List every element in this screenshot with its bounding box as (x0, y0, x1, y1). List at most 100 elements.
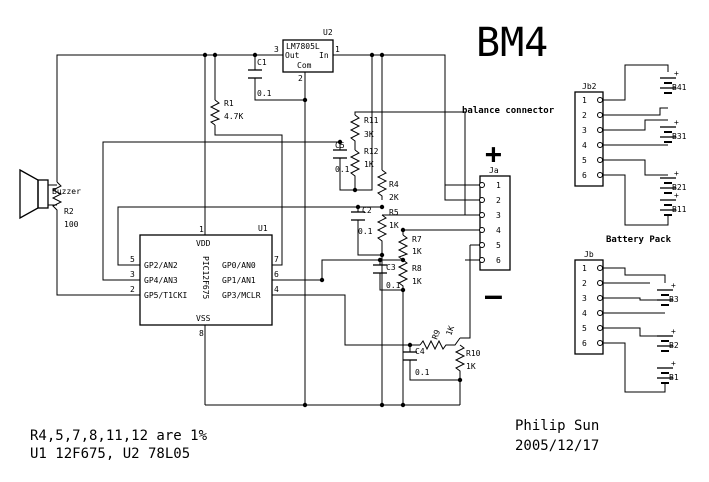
battery-plus-1: + (674, 118, 679, 127)
ja-pin-label-1: 1 (496, 181, 501, 190)
r1-value: 4.7K (224, 112, 243, 121)
u1-left-num-0: 5 (130, 255, 135, 264)
u1-part: PIC12F675 (201, 256, 210, 300)
r11-ref: R11 (364, 116, 379, 125)
jb2-pin-label-6: 6 (582, 171, 587, 180)
battery-pack-label: Battery Pack (606, 235, 672, 245)
jb2-pin-1 (597, 97, 603, 103)
jb-pin-3 (597, 295, 603, 301)
jb-pin-label-3: 3 (582, 294, 587, 303)
r4-value: 2K (389, 193, 399, 202)
jb-pin-label-4: 4 (582, 309, 587, 318)
c1-value: 0.1 (257, 89, 272, 98)
jb2-pin-2 (597, 112, 603, 118)
r9-symbol (419, 337, 461, 351)
jb-pin-4 (597, 310, 603, 316)
jb2-pin-4 (597, 142, 603, 148)
r7-symbol (397, 234, 409, 261)
battery-cell-b3: +B3 (657, 281, 679, 306)
r10-value: 1K (466, 362, 476, 371)
battery-cell-label-2: B1 (669, 373, 679, 382)
u1-right-num-2: 4 (274, 285, 279, 294)
jb2-pin-3 (597, 127, 603, 133)
u1-left-name-1: GP4/AN3 (144, 276, 178, 285)
u2-in: In (319, 51, 329, 60)
jb2-pin-label-4: 4 (582, 141, 587, 150)
r2-value: 100 (64, 220, 79, 229)
u2-pin1: 1 (335, 45, 340, 54)
u2-regulator: U2 LM7805L Out In Com 3 1 2 (274, 28, 340, 83)
c3-ref: C3 (386, 263, 396, 272)
r8-value: 1K (412, 277, 422, 286)
jb-ref: Jb (584, 250, 594, 259)
u2-out: Out (285, 51, 300, 60)
buzzer-magnet (37, 179, 49, 209)
r12-ref: R12 (364, 147, 379, 156)
note-line-1: R4,5,7,8,11,12 are 1% (30, 428, 208, 444)
r8-ref: R8 (412, 264, 422, 273)
r12-value: 1K (364, 160, 374, 169)
battery-cell-b11: +B11 (660, 191, 687, 216)
r10-symbol (454, 344, 466, 375)
jb-pin-label-1: 1 (582, 264, 587, 273)
r4-symbol (376, 169, 388, 200)
jb2-pin-label-3: 3 (582, 126, 587, 135)
u2-com: Com (297, 61, 312, 70)
ja-pin-1 (479, 182, 485, 188)
r10-ref: R10 (466, 349, 481, 358)
r5-value: 1K (389, 221, 399, 230)
jb2-ref: Jb2 (582, 82, 597, 91)
balance-connector-label: balance connector (462, 106, 555, 116)
capacitor-symbols (248, 69, 417, 361)
ja-pin-label-2: 2 (496, 196, 501, 205)
ja-pin-4 (479, 227, 485, 233)
jb-body (574, 259, 604, 355)
r1-symbol (209, 99, 221, 126)
r5-ref: R5 (389, 208, 399, 217)
c5-symbol (333, 149, 347, 159)
ja-pin-label-3: 3 (496, 211, 501, 220)
r11-value: 3K (364, 130, 374, 139)
battery-cell-b41: +B41 (660, 69, 687, 94)
battery-plus-3: + (674, 191, 679, 200)
buzzer-cone (19, 168, 39, 220)
u1-left-num-2: 2 (130, 285, 135, 294)
r9-value: 1K (444, 324, 456, 336)
c3-symbol (373, 264, 387, 274)
battery-plus-1: + (671, 327, 676, 336)
battery-plus-0: + (671, 281, 676, 290)
r11-symbol (349, 114, 361, 150)
u1-left-name-0: GP2/AN2 (144, 261, 178, 270)
battery-cell-label-1: B2 (669, 341, 679, 350)
battery-cell-b31: +B31 (660, 118, 687, 143)
u1-right-name-0: GP0/AN0 (222, 261, 256, 270)
jb-pin-label-2: 2 (582, 279, 587, 288)
battery-cell-b2: + B2 (657, 327, 679, 352)
c4-ref: C4 (415, 347, 425, 356)
jb2-pin-5 (597, 157, 603, 163)
jb2-pin-label-5: 5 (582, 156, 587, 165)
r7-ref: R7 (412, 235, 422, 244)
date: 2005/12/17 (515, 438, 599, 454)
u1-left-name-2: GP5/T1CKI (144, 291, 188, 300)
u2-part: LM7805L (286, 42, 320, 51)
r12-symbol (349, 149, 361, 180)
author: Philip Sun (515, 418, 599, 434)
u2-pin2: 2 (298, 74, 303, 83)
u1-vdd: VDD (196, 239, 211, 248)
battery-pack-wiring-top (603, 64, 669, 226)
battery-pack-wiring-bottom (603, 267, 666, 393)
jb-pin-2 (597, 280, 603, 286)
ja-pin-6 (479, 257, 485, 263)
battery-cell-label-2: B21 (672, 183, 687, 192)
c2-symbol (351, 211, 365, 221)
resistor-symbols (51, 99, 466, 375)
battery-plus-2: + (674, 169, 679, 178)
r1-ref: R1 (224, 99, 234, 108)
c1-ref: C1 (257, 58, 267, 67)
jb-pin-label-6: 6 (582, 339, 587, 348)
r2-symbol (51, 181, 63, 230)
ja-body (479, 175, 511, 271)
